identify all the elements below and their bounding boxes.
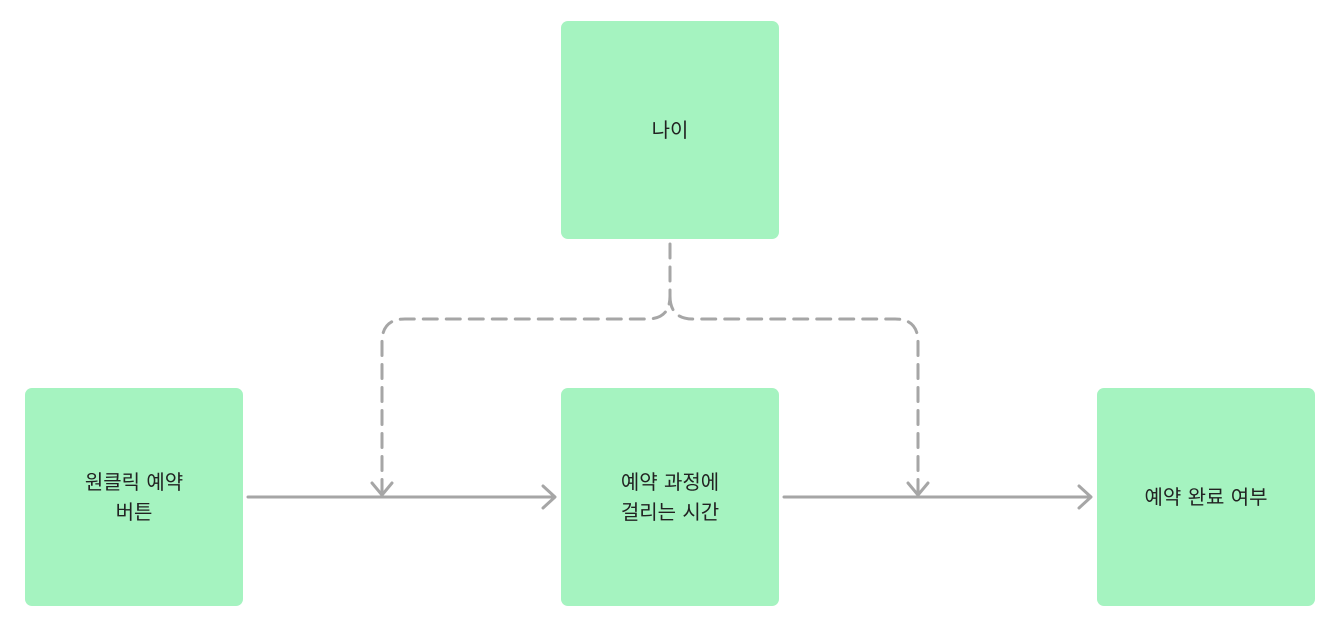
node-age-label: 나이 [651, 118, 689, 142]
node-booking-complete-label: 예약 완료 여부 [1144, 485, 1268, 509]
edge-time-to-complete [782, 484, 1093, 510]
node-booking-time: 예약 과정에 걸리는 시간 [561, 388, 779, 606]
node-booking-complete: 예약 완료 여부 [1097, 388, 1315, 606]
edge-button-to-time [246, 484, 557, 510]
node-one-click-button: 원클릭 예약 버튼 [25, 388, 243, 606]
node-age: 나이 [561, 21, 779, 239]
node-one-click-button-label: 원클릭 예약 버튼 [84, 470, 184, 524]
node-booking-time-label: 예약 과정에 걸리는 시간 [620, 470, 720, 524]
